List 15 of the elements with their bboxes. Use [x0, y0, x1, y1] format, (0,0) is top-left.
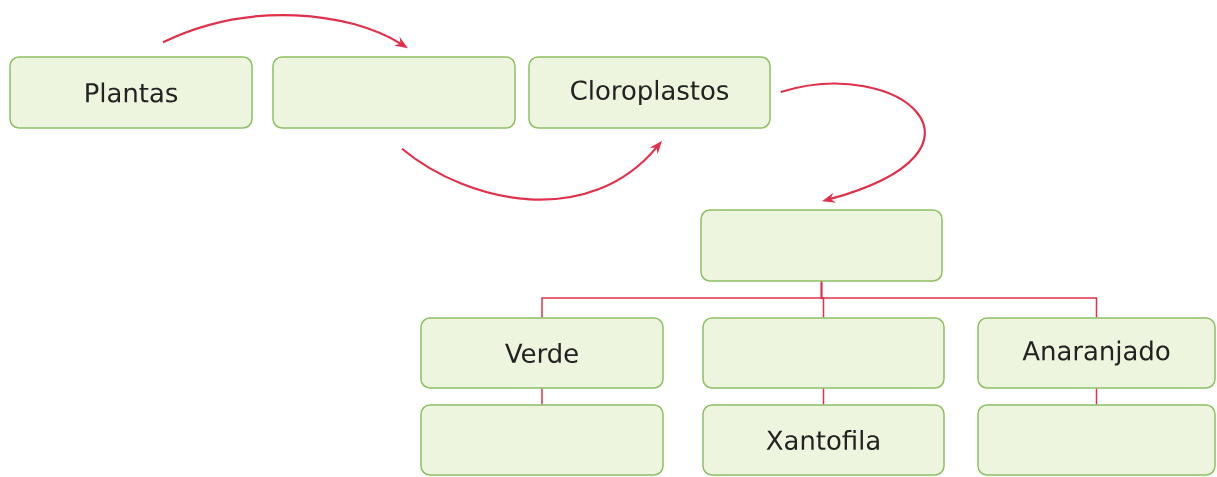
concept-box: Anaranjado: [977, 317, 1216, 389]
connector-line: [541, 388, 543, 405]
concept-box: Verde: [420, 317, 664, 389]
concept-box: Cloroplastos: [528, 56, 771, 129]
concept-box: Xantofila: [702, 404, 945, 476]
connector-line: [1095, 388, 1098, 405]
blank-box: [702, 317, 945, 389]
connector-line: [820, 281, 1098, 318]
blank-box: [420, 404, 664, 476]
blank-box: [700, 209, 943, 282]
blank-box: [272, 56, 516, 129]
curved-arrow: [780, 82, 926, 203]
blank-box: [977, 404, 1216, 476]
connector-line: [822, 388, 825, 405]
concept-box: Plantas: [9, 56, 253, 129]
